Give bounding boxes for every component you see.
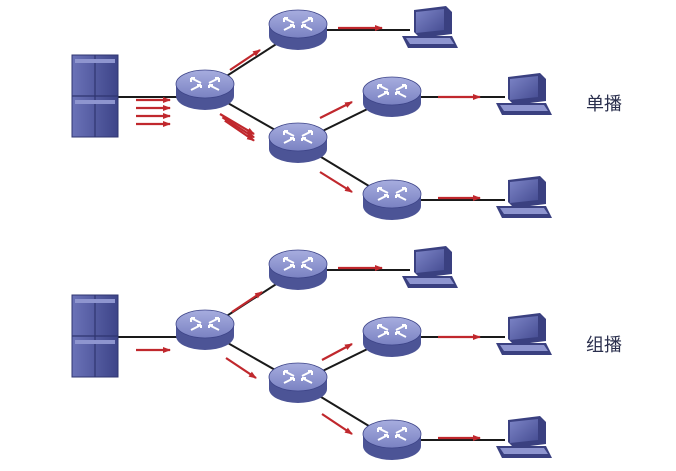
multicast-router-icon-top bbox=[268, 249, 328, 290]
unicast-computer-icon-mid bbox=[496, 73, 552, 115]
multicast-computer-icon-low bbox=[496, 416, 552, 458]
arrows-layer bbox=[136, 25, 481, 441]
unicast-router-icon-low bbox=[362, 179, 422, 220]
unicast-router-icon-top bbox=[268, 9, 328, 50]
nodes-layer bbox=[71, 6, 552, 460]
unicast-router-icon-mid bbox=[362, 76, 422, 117]
multicast-arrow-down bbox=[225, 357, 257, 379]
multicast-label: 组播 bbox=[586, 335, 622, 356]
unicast-arrow-low bbox=[319, 171, 353, 193]
multicast-computer-icon-mid bbox=[496, 313, 552, 355]
unicast-computer-icon-top bbox=[402, 6, 458, 48]
multicast-arrow-low bbox=[321, 413, 353, 435]
multicast-router-icon-mid bbox=[362, 316, 422, 357]
unicast-arrow-up bbox=[229, 49, 261, 71]
unicast-router-icon-branch bbox=[268, 122, 328, 163]
unicast-server-icon bbox=[71, 54, 119, 138]
multicast-router-icon-root bbox=[175, 309, 235, 350]
multicast-computer-icon-top bbox=[402, 246, 458, 288]
unicast-arrow-down-2 bbox=[224, 119, 255, 142]
multicast-router-icon-branch bbox=[268, 362, 328, 403]
multicast-arrow-mid bbox=[321, 343, 353, 361]
unicast-arrow-down-1 bbox=[221, 116, 255, 139]
unicast-label: 单播 bbox=[586, 94, 622, 115]
unicast-arrow-mid bbox=[319, 101, 353, 119]
unicast-arrow-down-0 bbox=[219, 113, 255, 135]
multicast-arrow-up bbox=[231, 291, 263, 313]
unicast-computer-icon-low bbox=[496, 176, 552, 218]
multicast-router-icon-low bbox=[362, 419, 422, 460]
unicast-router-icon-root bbox=[175, 69, 235, 110]
multicast-server-icon bbox=[71, 294, 119, 378]
